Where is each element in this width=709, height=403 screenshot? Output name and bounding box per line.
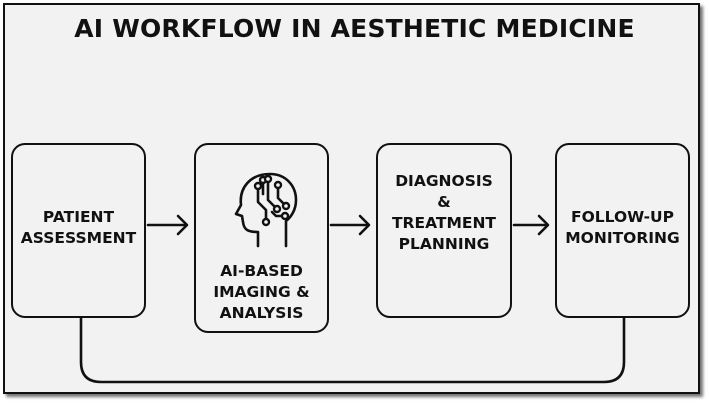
arrow-right-icon xyxy=(146,214,189,236)
step-label-line: MONITORING xyxy=(565,229,680,247)
diagram-title: AI WORKFLOW IN AESTHETIC MEDICINE xyxy=(74,14,635,43)
step-diagnosis-treatment-planning: DIAGNOSIS & TREATMENT PLANNING xyxy=(376,143,512,318)
step-label-line: IMAGING & xyxy=(213,283,310,301)
step-follow-up-monitoring: FOLLOW-UP MONITORING xyxy=(555,143,690,318)
step-ai-imaging-analysis: AI-BASED IMAGING & ANALYSIS xyxy=(194,143,329,333)
step-label-line: & xyxy=(437,193,451,211)
step-patient-assessment: PATIENT ASSESSMENT xyxy=(11,143,146,318)
ai-brain-head-icon xyxy=(234,172,298,248)
step-label-line: ASSESSMENT xyxy=(20,229,137,247)
step-label-line: PATIENT xyxy=(42,208,115,226)
step-label: AI-BASED IMAGING & ANALYSIS xyxy=(196,261,327,324)
step-label-line: PLANNING xyxy=(398,235,490,253)
feedback-loop-line xyxy=(79,316,626,384)
step-label: FOLLOW-UP MONITORING xyxy=(557,207,688,249)
step-label: PATIENT ASSESSMENT xyxy=(13,207,144,249)
step-label-line: DIAGNOSIS xyxy=(395,172,493,190)
step-label-line: TREATMENT xyxy=(391,214,497,232)
step-label-line: ANALYSIS xyxy=(219,304,304,322)
step-label-line: FOLLOW-UP xyxy=(571,208,674,226)
arrow-right-icon xyxy=(512,214,550,236)
step-label: DIAGNOSIS & TREATMENT PLANNING xyxy=(378,171,510,255)
arrow-right-icon xyxy=(329,214,371,236)
step-label-line: AI-BASED xyxy=(220,262,303,280)
